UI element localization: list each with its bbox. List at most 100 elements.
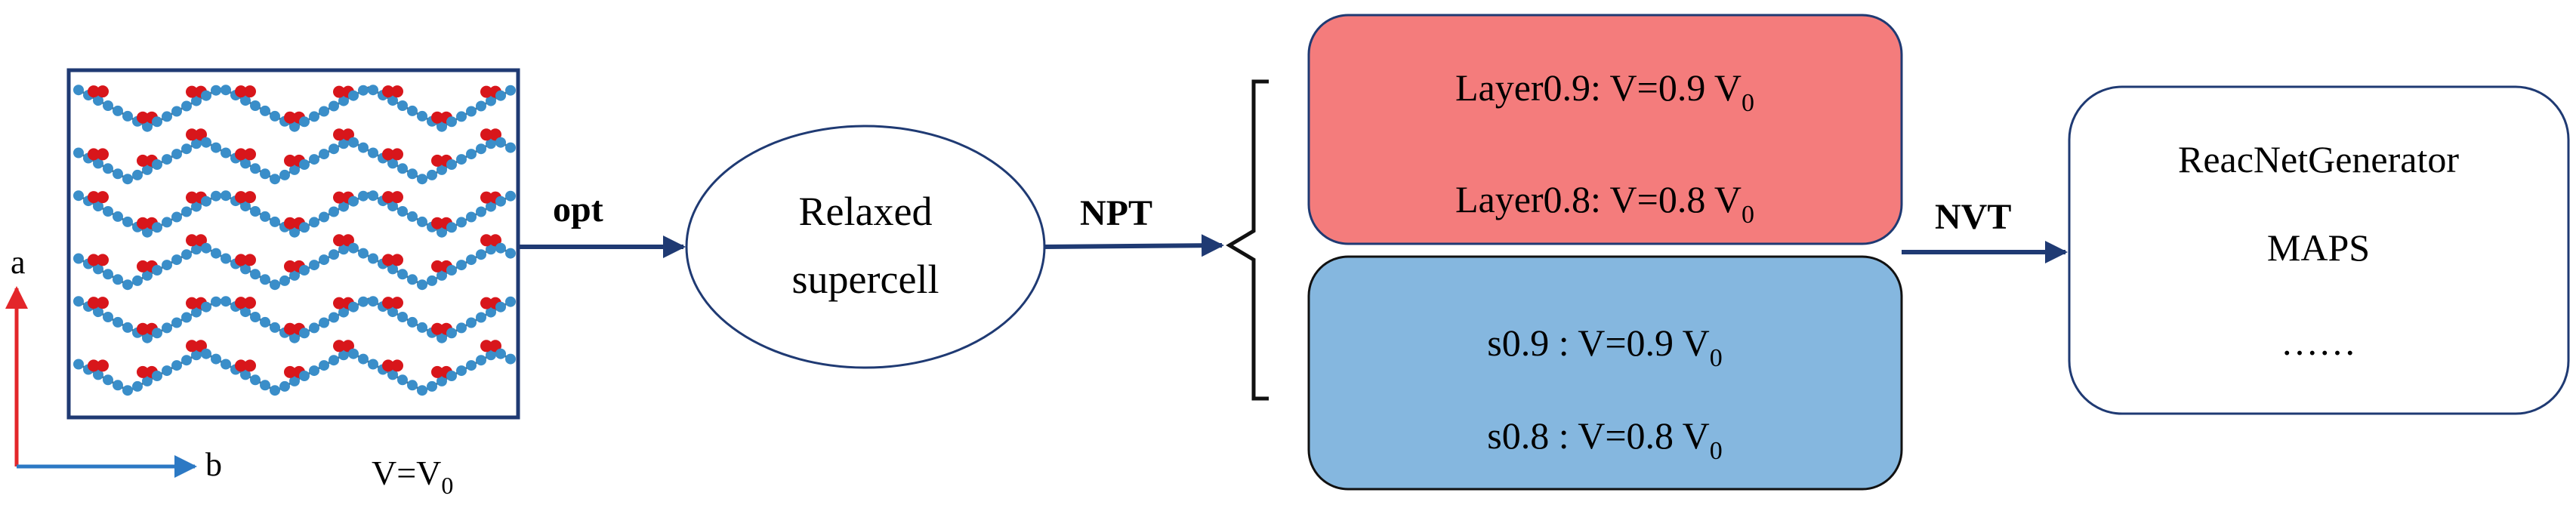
carbon-atom: [407, 211, 418, 222]
carbon-atom: [505, 190, 516, 202]
carbon-atom: [387, 158, 398, 169]
carbon-atom: [417, 216, 427, 227]
oxygen-atom: [431, 260, 443, 272]
oxygen-atom: [244, 297, 256, 309]
carbon-atom: [93, 95, 103, 106]
carbon-atom: [171, 317, 182, 328]
carbon-atom: [93, 369, 103, 380]
carbon-atom: [132, 275, 143, 286]
oxygen-atom: [382, 191, 394, 204]
carbon-atom: [113, 380, 123, 391]
nvt-step: NVT: [1902, 197, 2068, 263]
carbon-atom: [260, 105, 270, 116]
carbon-atom: [505, 248, 516, 259]
carbon-atom: [250, 374, 261, 386]
carbon-atom: [171, 211, 182, 223]
carbon-atom: [299, 265, 310, 276]
carbon-atom: [211, 85, 221, 96]
oxygen-atom: [480, 191, 492, 204]
oxygen-atom: [382, 297, 394, 309]
oxygen-atom: [186, 297, 198, 309]
oxygen-atom: [195, 128, 207, 141]
carbon-atom: [446, 159, 457, 170]
carbon-atom: [417, 385, 427, 396]
carbon-atom: [309, 322, 319, 334]
carbon-atom: [476, 100, 486, 112]
relaxed-supercell-node: Relaxed supercell: [685, 125, 1046, 369]
oxygen-atom: [480, 297, 492, 309]
carbon-atom: [73, 359, 84, 370]
oxygen-atom: [382, 148, 394, 161]
analysis-item-maps: MAPS: [2267, 226, 2370, 269]
carbon-atom: [387, 201, 398, 212]
carbon-atom: [437, 164, 447, 175]
relaxed-line2: supercell: [792, 257, 939, 302]
carbon-atom: [486, 306, 496, 318]
carbon-atom: [152, 159, 162, 170]
carbon-atom: [171, 254, 182, 266]
analysis-box: [2068, 85, 2570, 415]
carbon-atom: [152, 222, 162, 233]
carbon-atom: [476, 249, 486, 260]
carbon-atom: [329, 312, 339, 323]
carbon-atom: [397, 269, 408, 280]
oxygen-atom: [391, 297, 403, 309]
oxygen-atom: [244, 85, 256, 98]
carbon-atom: [505, 142, 516, 153]
carbon-atom: [211, 353, 221, 365]
carbon-atom: [73, 85, 84, 96]
oxygen-atom: [284, 217, 296, 229]
carbon-atom: [319, 149, 329, 160]
carbon-atom: [397, 163, 408, 174]
carbon-atom: [142, 269, 153, 281]
carbon-atom: [93, 201, 103, 212]
carbon-atom: [113, 168, 123, 180]
carbon-atom: [103, 206, 113, 217]
carbon-atom: [456, 154, 467, 165]
carbon-atom: [368, 190, 378, 202]
carbon-atom: [142, 375, 153, 386]
carbon-atom: [181, 206, 192, 217]
carbon-atom: [387, 306, 398, 318]
carbon-atom: [103, 312, 113, 322]
oxygen-atom: [244, 191, 256, 204]
carbon-atom: [329, 143, 339, 155]
npt-label: NPT: [1080, 193, 1152, 233]
oxygen-atom: [186, 340, 198, 353]
carbon-atom: [221, 253, 231, 264]
oxygen-atom: [333, 85, 345, 98]
oxygen-atom: [391, 254, 403, 266]
carbon-atom: [505, 296, 516, 307]
carbon-atom: [427, 275, 437, 286]
oxygen-atom: [186, 128, 198, 141]
nvt-label: NVT: [1935, 197, 2011, 237]
carbon-atom: [466, 317, 477, 328]
carbon-atom: [142, 164, 153, 175]
oxygen-atom: [480, 340, 492, 353]
carbon-atom: [162, 111, 172, 122]
carbon-atom: [319, 254, 329, 266]
carbon-atom: [221, 147, 231, 159]
oxygen-atom: [88, 359, 100, 372]
carbon-atom: [201, 137, 211, 148]
carbon-atom: [397, 374, 408, 386]
oxygen-atom: [333, 297, 345, 309]
carbon-atom: [240, 158, 251, 169]
carbon-atom: [505, 85, 516, 96]
carbon-atom: [397, 100, 408, 111]
carbon-atom: [368, 253, 378, 264]
oxygen-atom: [97, 148, 109, 161]
carbon-atom: [191, 138, 202, 149]
oxygen-atom: [97, 191, 109, 204]
oxygen-atom: [333, 191, 345, 204]
carbon-atom: [191, 349, 202, 361]
carbon-atom: [476, 143, 486, 155]
carbon-atom: [270, 322, 280, 333]
carbon-atom: [201, 301, 211, 312]
carbon-atom: [437, 121, 447, 132]
carbon-atom: [221, 359, 231, 370]
oxygen-atom: [97, 359, 109, 372]
carbon-atom: [397, 312, 408, 322]
carbon-atom: [456, 260, 467, 271]
